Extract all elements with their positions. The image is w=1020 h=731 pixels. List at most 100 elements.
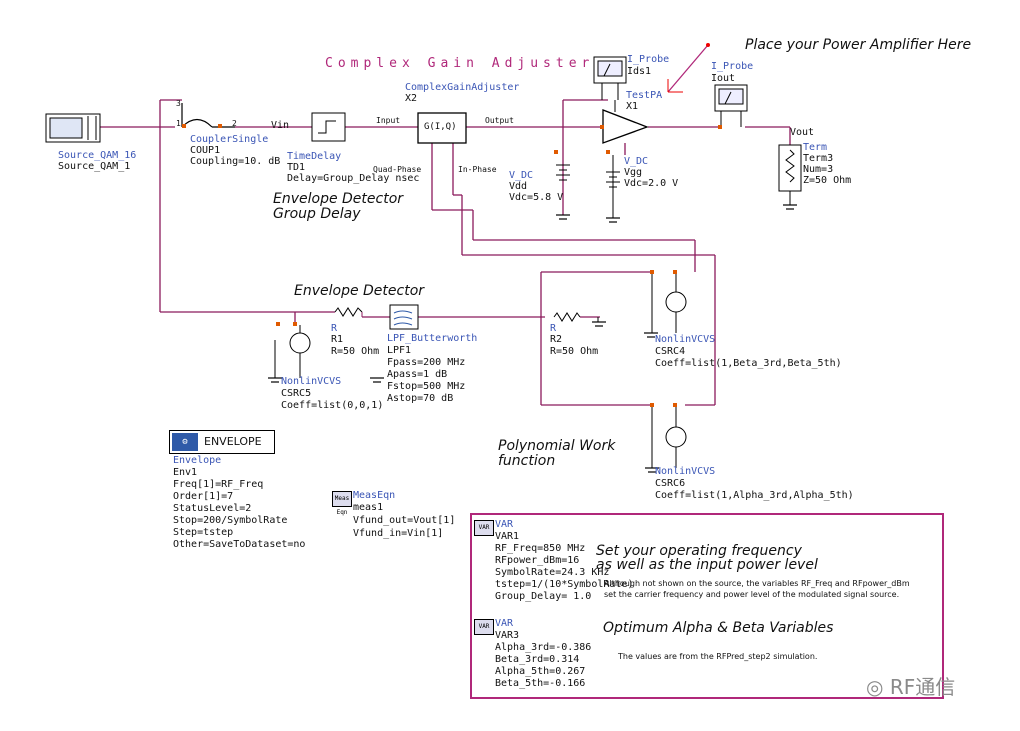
csrc6-coeff: Coeff=list(1,Alpha_3rd,Alpha_5th): [655, 490, 854, 501]
testpa-type: TestPA: [626, 90, 663, 101]
vgg-type: V_DC: [624, 156, 649, 167]
env-detector-label: Envelope Detector: [294, 283, 425, 299]
vdd-param: Vdc=5.8 V: [509, 192, 564, 203]
lpf-apass: Apass=1 dB: [387, 369, 448, 380]
envelope-box-label: ENVELOPE: [204, 435, 262, 448]
envelope-line-7: Other=SaveToDataset=no: [173, 539, 306, 550]
source-type: Source_QAM_16: [58, 150, 137, 161]
var3-line-4: Alpha_5th=0.267: [495, 666, 586, 677]
lpf-fstop: Fstop=500 MHz: [387, 381, 466, 392]
coupler-pin-1: 1: [176, 119, 181, 128]
lpf-astop: Astop=70 dB: [387, 393, 454, 404]
watermark-text: RF通信: [889, 675, 956, 699]
envelope-line-6: Step=tstep: [173, 527, 234, 538]
ground-symbols: [268, 204, 797, 473]
vgg-symbol[interactable]: [606, 155, 620, 218]
opt-note: The values are from the RFPred_step2 sim…: [618, 652, 818, 661]
testpa-name: X1: [626, 101, 639, 112]
cga-symbol[interactable]: [417, 112, 467, 144]
test-pa-symbol[interactable]: [602, 100, 649, 144]
var1-line-5: tstep=1/(10*SymbolRate): [495, 579, 634, 590]
timedelay-type: TimeDelay: [287, 151, 342, 162]
envelope-line-1: Env1: [173, 467, 198, 478]
measeqn-line-2: Vfund_out=Vout[1]: [353, 515, 456, 526]
var3-line-1: VAR3: [495, 630, 520, 641]
r1-symbol[interactable]: [334, 307, 363, 317]
freq-note-title-1: Set your operating frequency: [596, 543, 802, 559]
measeqn-line-3: Vfund_in=Vin[1]: [353, 528, 444, 539]
csrc6-type: NonlinVCVS: [655, 466, 716, 477]
cga-port-output: Output: [485, 116, 514, 125]
csrc5-symbol[interactable]: [274, 325, 311, 378]
csrc5-type: NonlinVCVS: [281, 376, 342, 387]
lpf-name: LPF1: [387, 345, 412, 356]
freq-note-2: set the carrier frequency and power leve…: [604, 590, 900, 599]
csrc6-name: CSRC6: [655, 478, 686, 489]
wires: [100, 99, 791, 406]
envelope-controller[interactable]: ⚙ ENVELOPE: [169, 430, 275, 454]
envelope-line-3: Order[1]=7: [173, 491, 234, 502]
coupler-pin-2: 2: [232, 119, 237, 128]
vdd-symbol[interactable]: [556, 164, 570, 181]
r1-type: R: [331, 323, 338, 334]
iprobe2-name: Iout: [711, 73, 736, 84]
source-qam-symbol[interactable]: [45, 113, 101, 143]
source-name: Source_QAM_1: [58, 161, 131, 172]
coupler-symbol[interactable]: [181, 103, 235, 128]
var3-line-3: Beta_3rd=0.314: [495, 654, 580, 665]
watermark: ◎ RF通信: [866, 671, 955, 700]
coupler-pin-3: 3: [176, 99, 181, 108]
lpf-fpass: Fpass=200 MHz: [387, 357, 466, 368]
csrc6-symbol[interactable]: [651, 405, 687, 468]
coupler-name: COUP1: [190, 145, 221, 156]
cga-symbol-label: G(I,Q): [424, 122, 457, 132]
term-name: Term3: [803, 153, 834, 164]
vdd-type: V_DC: [509, 170, 534, 181]
csrc4-coeff: Coeff=list(1,Beta_3rd,Beta_5th): [655, 358, 842, 369]
cga-port-input: Input: [376, 116, 401, 125]
r2-name: R2: [550, 334, 563, 345]
vout-label: Vout: [790, 127, 815, 138]
coupler-param: Coupling=10. dB: [190, 156, 281, 167]
poly-label-2: function: [498, 453, 556, 469]
pin-markers: [182, 124, 722, 407]
iprobe1-symbol[interactable]: [593, 56, 627, 100]
vgg-param: Vdc=2.0 V: [624, 178, 679, 189]
poly-label-1: Polynomial Work: [498, 438, 616, 454]
var1-line-2: RF_Freq=850 MHz: [495, 543, 586, 554]
r2-type: R: [550, 323, 557, 334]
vin-label: Vin: [271, 120, 290, 131]
var3-line-5: Beta_5th=-0.166: [495, 678, 586, 689]
csrc4-type: NonlinVCVS: [655, 334, 716, 345]
var1-line-0: VAR: [495, 519, 514, 530]
var1-line-3: RFpower_dBm=16: [495, 555, 580, 566]
measeqn-line-0: MeasEqn: [353, 490, 396, 501]
envelope-line-5: Stop=200/SymbolRate: [173, 515, 288, 526]
measeqn-line-1: meas1: [353, 502, 384, 513]
r2-symbol[interactable]: [553, 312, 599, 322]
csrc4-symbol[interactable]: [651, 272, 687, 333]
cga-name: X2: [405, 93, 418, 104]
var3-icon[interactable]: VAR: [474, 619, 494, 635]
envelope-icon: ⚙: [172, 433, 198, 451]
term-num: Num=3: [803, 164, 834, 175]
var1-icon[interactable]: VAR: [474, 520, 494, 536]
vgg-name: Vgg: [624, 167, 643, 178]
pa-arrow: [667, 43, 710, 93]
lpf-type: LPF_Butterworth: [387, 333, 478, 344]
csrc4-name: CSRC4: [655, 346, 686, 357]
term-symbol[interactable]: [778, 144, 802, 205]
envelope-line-4: StatusLevel=2: [173, 503, 252, 514]
time-delay-symbol[interactable]: [311, 112, 346, 142]
var1-line-6: Group_Delay= 1.0: [495, 591, 592, 602]
cga-port-quad: Quad-Phase: [373, 165, 422, 174]
measeqn-icon[interactable]: Meas Eqn: [332, 491, 352, 516]
env-delay-label-2: Group Delay: [273, 206, 361, 222]
lpf-symbol[interactable]: [389, 304, 419, 330]
variables-box: [470, 513, 944, 699]
var3-line-0: VAR: [495, 618, 514, 629]
iprobe2-type: I_Probe: [711, 61, 754, 72]
term-type: Term: [803, 142, 828, 153]
iprobe2-symbol[interactable]: [714, 84, 748, 127]
